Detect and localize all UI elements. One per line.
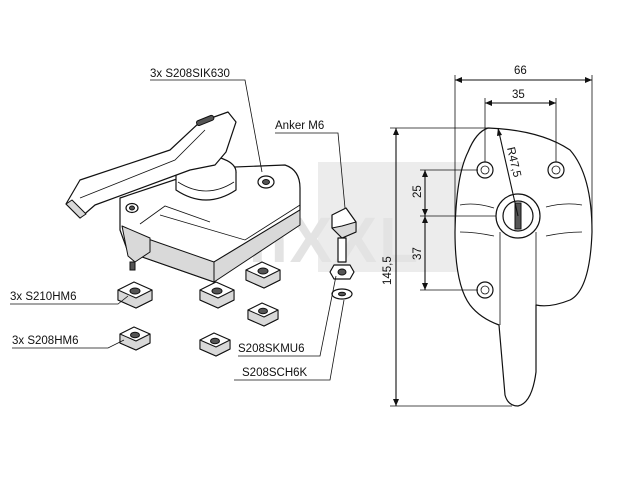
mounting-hole-left-inner <box>129 205 135 211</box>
rib-right-bottom <box>545 231 583 237</box>
mounting-hole-top-inner <box>262 179 270 185</box>
key-slot <box>196 114 215 127</box>
hub-cylinder <box>175 172 237 201</box>
t-nut-large <box>245 261 281 289</box>
dimensions: 66 35 R47,5 25 37 145,5 <box>382 65 593 407</box>
hole-upper-left-inner <box>480 165 490 175</box>
label-anchor: Anker M6 <box>275 120 324 132</box>
dim-upper-offset: 25 <box>412 185 424 198</box>
leader-washer <box>234 299 345 381</box>
lock-base-edge <box>159 204 301 241</box>
handle-tip <box>65 199 87 219</box>
callouts: 3x S208SIK630 Anker M6 3x S210HM6 3x S20… <box>10 68 346 381</box>
leader-screws-top <box>150 79 263 173</box>
leader-nuts-large <box>10 295 129 305</box>
anchor-m6-face <box>331 221 357 239</box>
hole-lower-inner <box>480 285 490 295</box>
hole-upper-right <box>547 161 565 179</box>
label-nuts-small: 3x S208HM6 <box>12 335 78 347</box>
lock-front-view <box>454 127 593 407</box>
t-nut-small <box>247 302 279 327</box>
anchor-m6-shank <box>337 237 347 263</box>
label-washer: S208SCH6K <box>242 367 308 379</box>
hub-ring <box>177 181 235 192</box>
rib-left-top <box>459 203 495 209</box>
dim-line-radius <box>497 127 519 217</box>
t-nut-large <box>117 281 153 309</box>
dim-hole-spacing: 35 <box>512 89 525 101</box>
hole-upper-right-inner <box>551 165 561 175</box>
label-screws-top: 3x S208SIK630 <box>150 68 230 80</box>
rib-left-bottom <box>459 231 495 237</box>
handle-lever <box>65 111 237 219</box>
anchor-stack <box>329 207 357 300</box>
t-nuts-group <box>117 261 281 357</box>
leader-nuts-small <box>12 339 125 349</box>
washer-hole <box>338 291 346 297</box>
leader-anchor <box>275 132 346 209</box>
hole-upper-left <box>476 161 494 179</box>
lock-base-side-face <box>213 209 301 283</box>
latch-pin <box>129 261 136 271</box>
label-nut-mu: S208SKMU6 <box>238 343 304 355</box>
leader-nut-mu <box>238 275 337 357</box>
label-nuts-large: 3x S210HM6 <box>10 291 76 303</box>
handle-crease <box>79 129 206 199</box>
t-nut-small <box>199 332 231 357</box>
t-nut-large <box>199 281 235 309</box>
dim-arrow-radius <box>497 128 502 136</box>
lock-assembly-isometric <box>65 111 301 283</box>
rib-right-top <box>545 203 583 208</box>
hex-nut-hole <box>337 268 347 276</box>
latch-tongue <box>121 225 151 263</box>
dim-overall-width: 66 <box>514 65 527 77</box>
lock-base-edge-2 <box>139 205 211 225</box>
dim-lower-offset: 37 <box>412 247 424 260</box>
t-nut-small <box>119 326 151 351</box>
dim-overall-height: 145,5 <box>382 256 394 285</box>
front-view-outline <box>454 127 593 407</box>
hole-lower <box>476 281 494 299</box>
